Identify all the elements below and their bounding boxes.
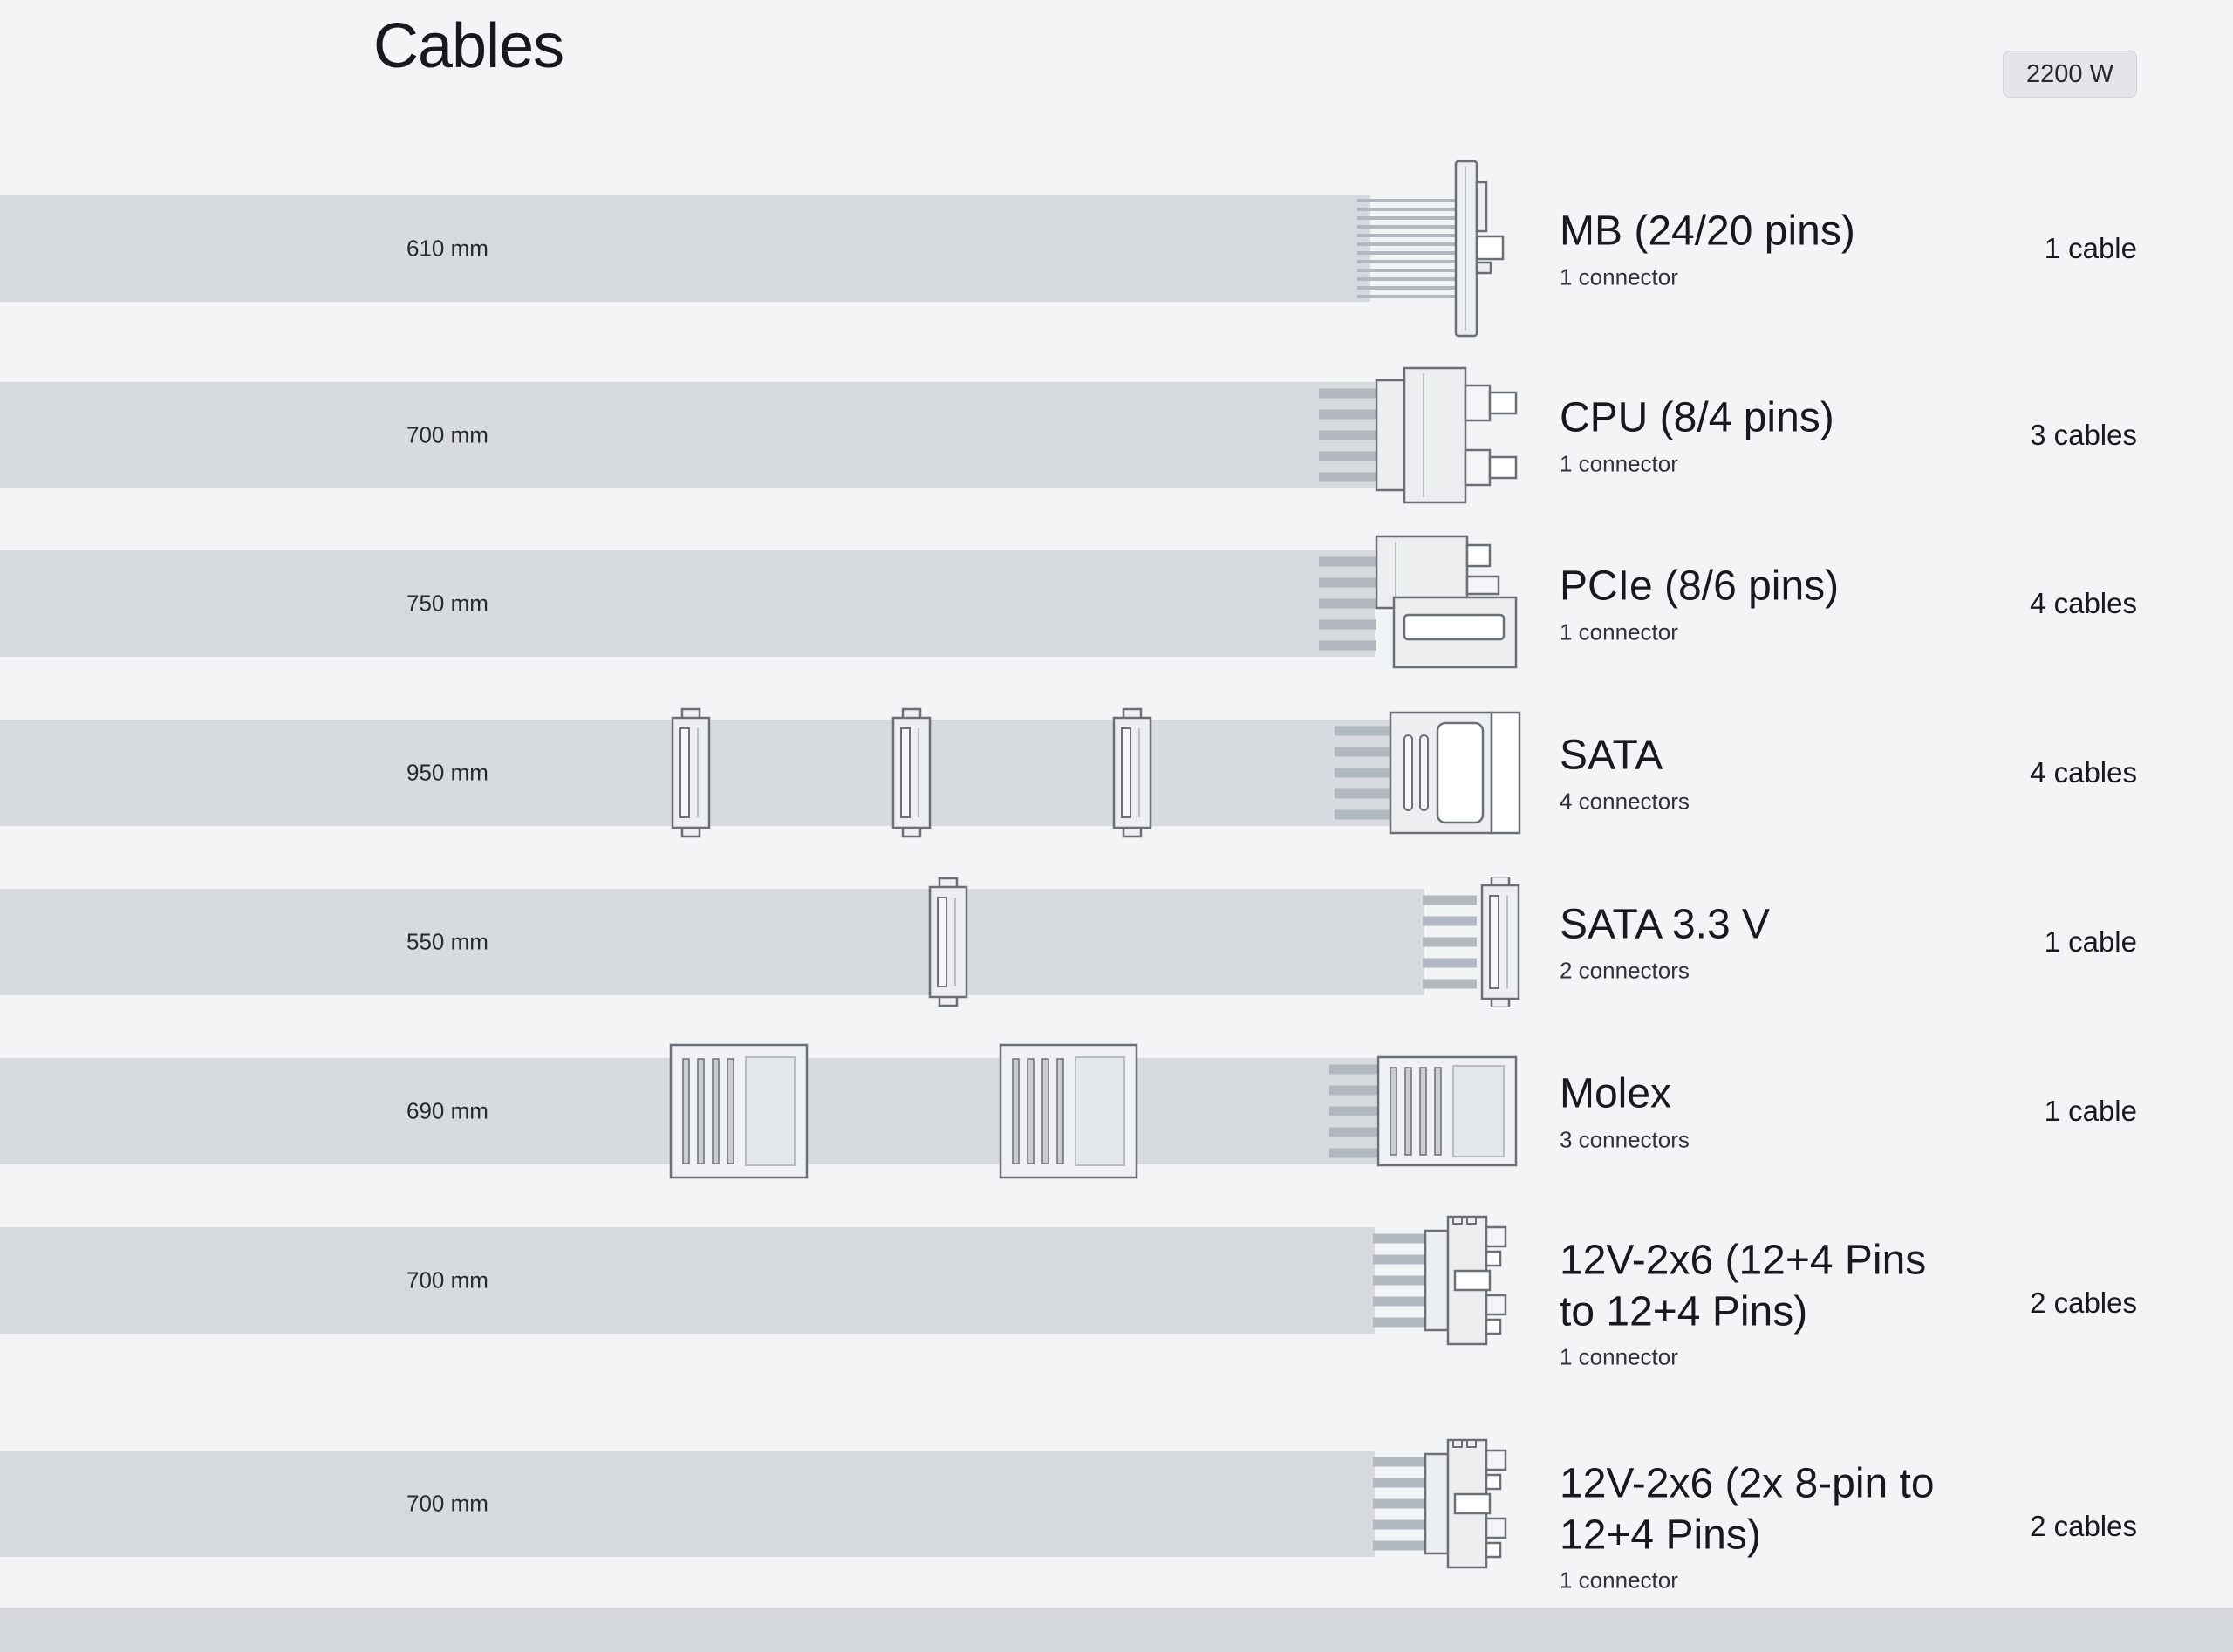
cable-connector-count: 4 connectors: [1560, 788, 1690, 815]
cable-name: SATA 3.3 V: [1560, 901, 1771, 948]
wattage-badge[interactable]: 2200 W: [2003, 51, 2137, 98]
cable-wires-icon: [1335, 726, 1390, 820]
cable-count: 3 cables: [2030, 419, 2137, 451]
cable-wires-icon: [1373, 1457, 1425, 1551]
cable-bar: [0, 195, 1370, 302]
cable-length-label: 550 mm: [406, 928, 488, 955]
section-title: Cables: [373, 11, 564, 81]
cable-bar: [0, 382, 1375, 488]
cable-name-block: 12V-2x6 (2x 8-pin to 12+4 Pins) 1 connec…: [1560, 1458, 1961, 1594]
cable-count: 4 cables: [2030, 756, 2137, 788]
cable-connector-count: 1 connector: [1560, 1343, 1678, 1370]
cable-name: PCIe (8/6 pins): [1560, 563, 1840, 610]
sata-inline-connector-icon: [669, 707, 713, 838]
12v-2x6-connector-icon: [1424, 1215, 1511, 1346]
cable-name-block: 12V-2x6 (12+4 Pins to 12+4 Pins) 1 conne…: [1560, 1235, 1961, 1370]
cable-length-label: 700 mm: [406, 421, 488, 448]
cable-connector-count: 1 connector: [1560, 1567, 1678, 1594]
cable-name-block: Molex 3 connectors: [1560, 1069, 1961, 1154]
cable-row-12v2x6-b: 700 mm 12V-2x6 (2x 8-pin to 12+4 Pins) 1…: [0, 1438, 2233, 1594]
sata-inline-connector-icon: [926, 877, 970, 1007]
cable-connector-count: 2 connectors: [1560, 957, 1690, 984]
cable-name-block: SATA 4 connectors: [1560, 731, 1961, 816]
cable-length-label: 610 mm: [406, 235, 488, 262]
12v-2x6-connector-icon: [1424, 1438, 1511, 1569]
cable-wires-icon: [1319, 388, 1376, 482]
cable-name-block: SATA 3.3 V 2 connectors: [1560, 900, 1961, 985]
cable-name: Molex: [1560, 1070, 1672, 1117]
cable-row-molex: 690 mm: [0, 1043, 2233, 1179]
molex-connector-icon: [1376, 1055, 1518, 1167]
cable-name: SATA: [1560, 732, 1663, 779]
cable-name-block: PCIe (8/6 pins) 1 connector: [1560, 562, 1961, 646]
cable-name: 12V-2x6 (12+4 Pins to 12+4 Pins): [1560, 1237, 1927, 1335]
cable-count: 2 cables: [2030, 1510, 2137, 1542]
cable-count: 1 cable: [2044, 1095, 2137, 1127]
cable-length-label: 700 mm: [406, 1490, 488, 1517]
cable-name-block: MB (24/20 pins) 1 connector: [1560, 207, 1961, 291]
cable-wires-icon: [1319, 556, 1376, 651]
cable-bar: [0, 889, 1424, 995]
cable-connector-count: 3 connectors: [1560, 1126, 1690, 1153]
cable-name: MB (24/20 pins): [1560, 208, 1855, 255]
cable-count: 1 cable: [2044, 925, 2137, 958]
cable-count: 1 cable: [2044, 232, 2137, 264]
molex-inline-connector-icon: [669, 1043, 809, 1179]
cable-name-block: CPU (8/4 pins) 1 connector: [1560, 393, 1961, 478]
cable-bar: [0, 550, 1375, 657]
sata-inline-connector-icon: [890, 707, 933, 838]
cable-row-mb: 610 mm MB (24/20 pins) 1 connector 1 cab…: [0, 160, 2233, 338]
molex-inline-connector-icon: [999, 1043, 1138, 1179]
cable-wires-icon: [1373, 1233, 1425, 1328]
sata-connector-icon: [1478, 877, 1523, 1007]
next-section-divider: [0, 1608, 2233, 1652]
cable-row-12v2x6-a: 700 mm 12V-2x6 (12+4 Pins to 12+4 Pins) …: [0, 1215, 2233, 1370]
cable-connector-count: 1 connector: [1560, 263, 1678, 290]
sata-connector-icon: [1389, 711, 1521, 835]
cable-length-label: 950 mm: [406, 759, 488, 786]
cable-connector-count: 1 connector: [1560, 450, 1678, 477]
cable-wires-icon: [1357, 199, 1455, 298]
cable-length-label: 700 mm: [406, 1266, 488, 1294]
sata-inline-connector-icon: [1110, 707, 1154, 838]
cable-row-sata-33v: 550 mm SATA 3.3 V 2 connectors: [0, 877, 2233, 1007]
cable-row-sata: 950 mm: [0, 707, 2233, 838]
cable-count: 2 cables: [2030, 1287, 2137, 1319]
cable-row-pcie: 750 mm PCIe (8/6 pins) 1 connector 4 cab…: [0, 535, 2233, 669]
cable-wires-icon: [1329, 1064, 1378, 1158]
cable-connector-count: 1 connector: [1560, 618, 1678, 645]
cable-name: 12V-2x6 (2x 8-pin to 12+4 Pins): [1560, 1460, 1935, 1558]
cable-length-label: 750 mm: [406, 590, 488, 617]
cable-wires-icon: [1423, 895, 1477, 989]
cpu-8pin-connector-icon: [1375, 366, 1519, 504]
cable-bar: [0, 1227, 1375, 1334]
cable-name: CPU (8/4 pins): [1560, 394, 1834, 441]
cable-count: 4 cables: [2030, 587, 2137, 619]
cable-length-label: 690 mm: [406, 1097, 488, 1124]
pcie-8pin-connector-icon: [1375, 535, 1519, 672]
mb-24pin-connector-icon: [1453, 160, 1507, 338]
cable-row-cpu: 700 mm CPU (8/4 pins) 1 connector 3 cabl…: [0, 366, 2233, 504]
cable-bar: [0, 1451, 1375, 1557]
